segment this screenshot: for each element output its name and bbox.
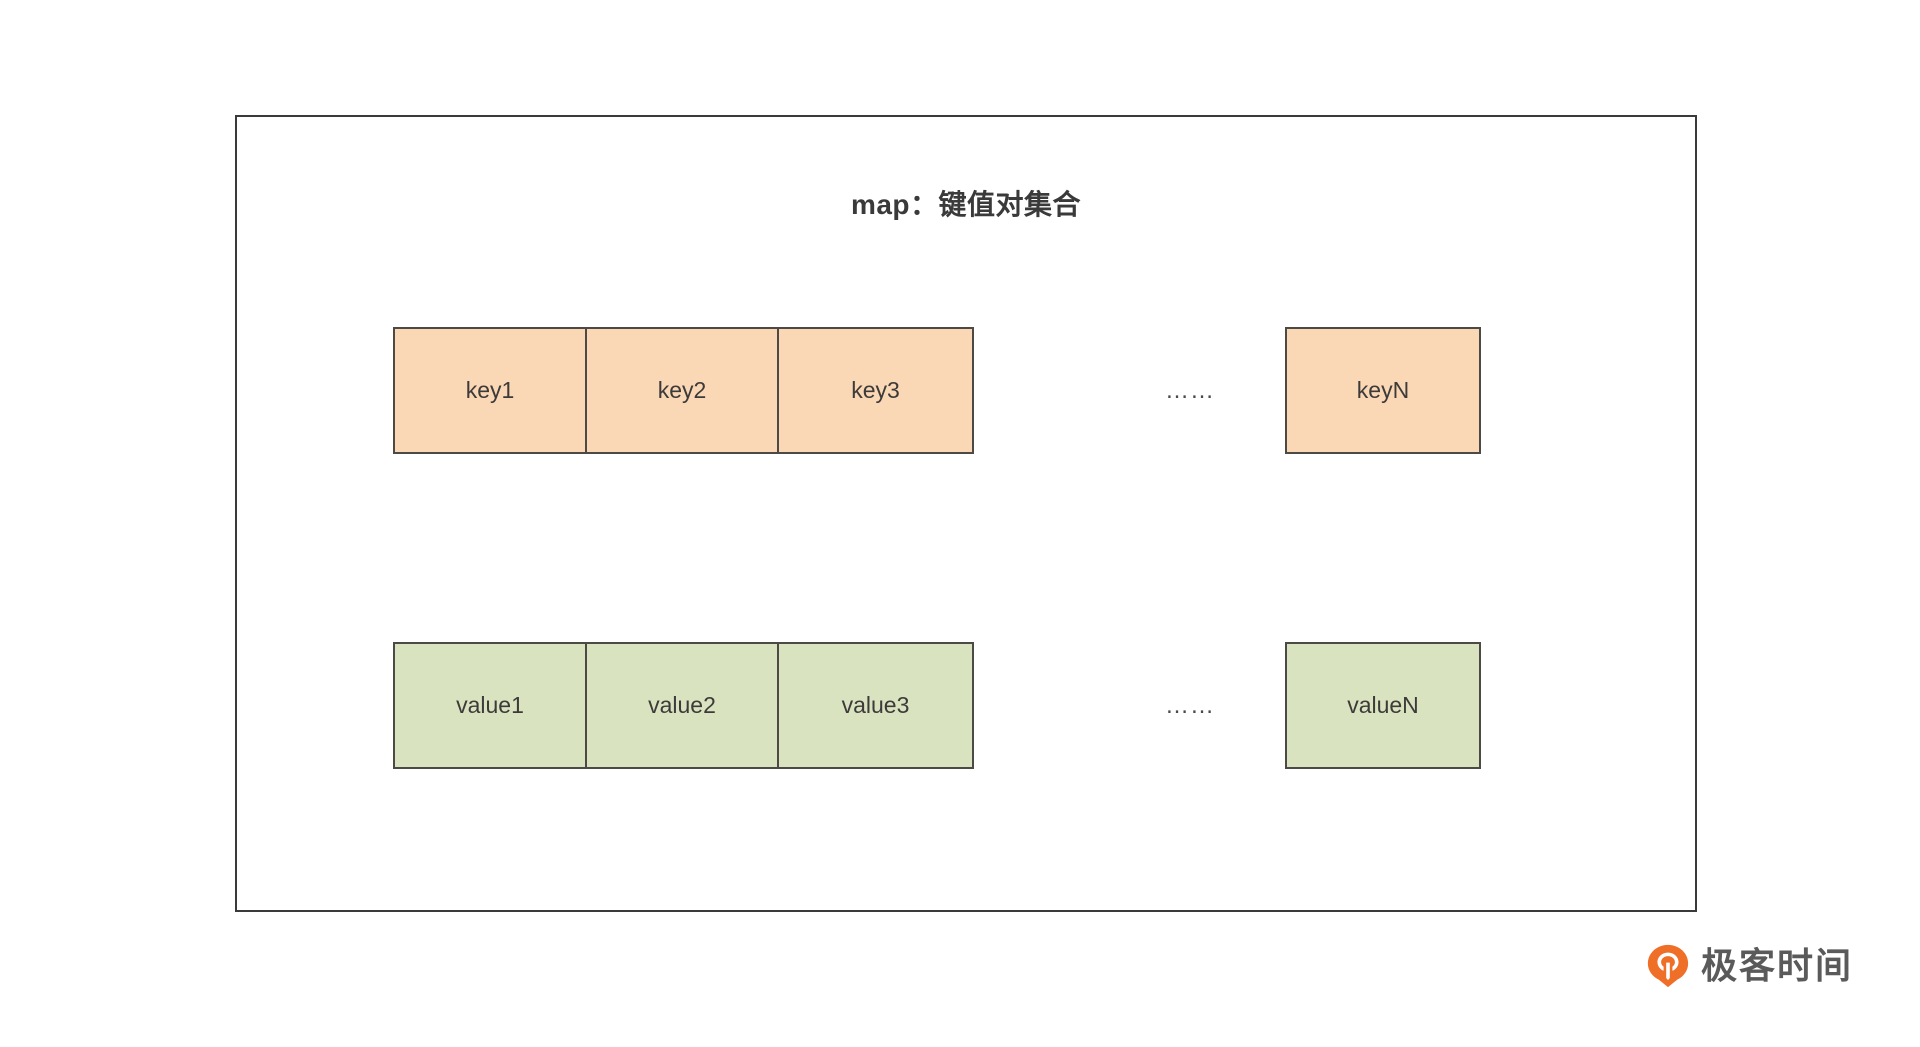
- key-row-ellipsis: ……: [1165, 376, 1215, 404]
- key-cell-group-tail: keyN: [1285, 327, 1481, 454]
- value-cell-n: valueN: [1347, 692, 1419, 718]
- key-cell-group: key1 key2 key3: [393, 327, 974, 454]
- value-cell-group-tail: valueN: [1285, 642, 1481, 769]
- brand-name: 极客时间: [1701, 945, 1854, 986]
- diagram-title: map：键值对集合: [850, 189, 1082, 220]
- key-cell-1: key1: [465, 377, 515, 403]
- key-cell-2: key2: [585, 329, 777, 452]
- value-cell-1: value1: [456, 692, 524, 718]
- diagram-frame: map：键值对集合 key1 key2 key3 …… keyN value1 …: [235, 115, 1697, 912]
- brand-logo: 极客时间: [1645, 943, 1853, 989]
- key-cell-3: key3: [777, 329, 972, 452]
- value-cell-3: value3: [777, 644, 972, 767]
- value-cell-2: value2: [585, 644, 777, 767]
- geektime-logo-icon: [1647, 944, 1689, 988]
- value-cell-group: value1 value2 value3: [393, 642, 974, 769]
- key-cell-n: keyN: [1356, 377, 1410, 403]
- value-row-ellipsis: ……: [1165, 691, 1215, 719]
